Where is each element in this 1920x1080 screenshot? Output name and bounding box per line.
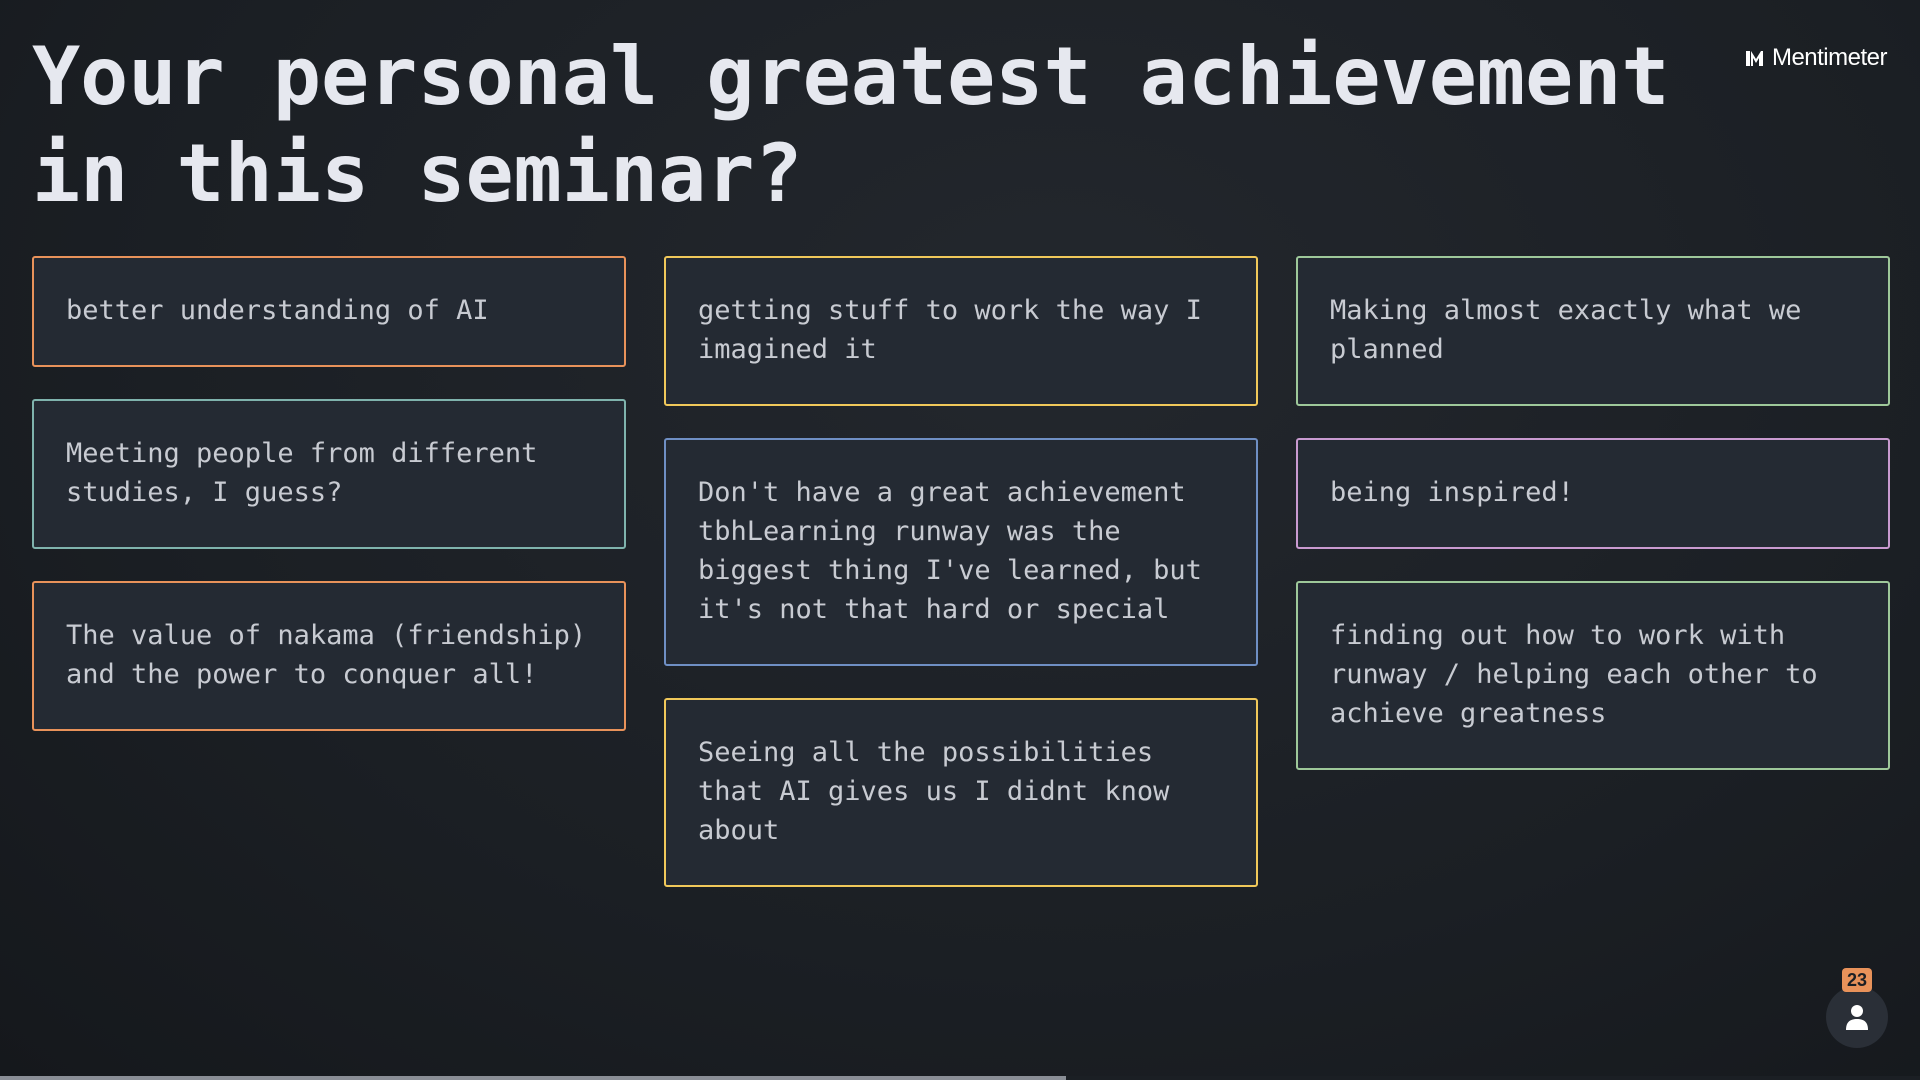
response-card: Don't have a great achievement tbhLearni… [664, 438, 1258, 666]
mentimeter-logo-icon [1745, 51, 1763, 66]
participants-indicator[interactable]: 23 [1826, 968, 1888, 1048]
responses-column-1: better understanding of AI Meeting peopl… [32, 256, 626, 887]
participants-avatar[interactable] [1826, 986, 1888, 1048]
response-card: The value of nakama (friendship) and the… [32, 581, 626, 731]
presentation-progress-fill [0, 1076, 1066, 1080]
mentimeter-logo: Mentimeter [1745, 44, 1888, 72]
response-card: Making almost exactly what we planned [1296, 256, 1890, 406]
response-card: getting stuff to work the way I imagined… [664, 256, 1258, 406]
responses-column-3: Making almost exactly what we planned be… [1296, 256, 1890, 887]
brand-name: Mentimeter [1771, 44, 1888, 71]
response-card: Seeing all the possibilities that AI giv… [664, 698, 1258, 887]
response-card: Meeting people from different studies, I… [32, 399, 626, 549]
response-card: being inspired! [1296, 438, 1890, 549]
person-icon [1846, 1005, 1868, 1030]
slide-title: Your personal greatest achievement in th… [32, 30, 1670, 220]
presentation-progress-bar [0, 1076, 1920, 1080]
participant-count-badge: 23 [1842, 968, 1872, 992]
responses-column-2: getting stuff to work the way I imagined… [664, 256, 1258, 887]
responses-grid: better understanding of AI Meeting peopl… [32, 256, 1890, 887]
response-card: finding out how to work with runway / he… [1296, 581, 1890, 770]
response-card: better understanding of AI [32, 256, 626, 367]
